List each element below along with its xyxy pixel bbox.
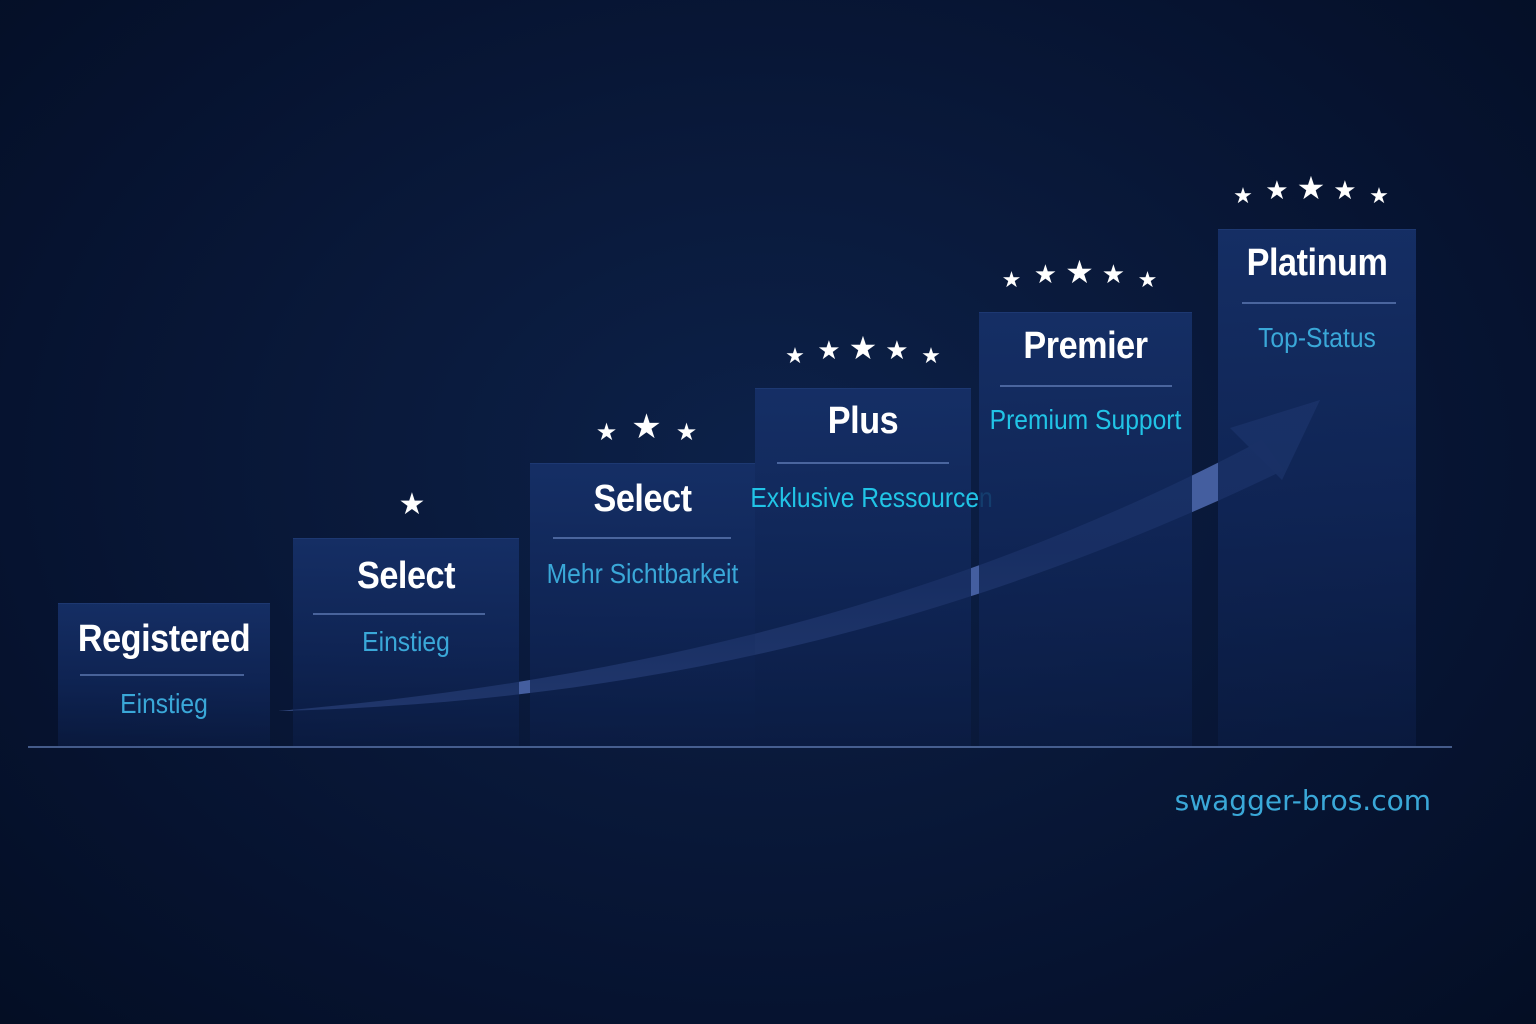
tier-subtitle: Mehr Sichtbarkeit (546, 558, 739, 589)
star-icon: ★ (398, 487, 426, 522)
star-icon: ★ (785, 344, 805, 369)
tier-rating: ★ ★ ★ (530, 404, 755, 464)
star-icon: ★ (1137, 268, 1158, 293)
baseline-divider (28, 746, 1452, 748)
star-icon: ★ (921, 344, 941, 369)
tier-divider (777, 462, 949, 464)
footer-website: swagger-bros.com (1174, 784, 1431, 817)
tier-title: Premier (1023, 325, 1148, 367)
tier-rating: ★ (293, 480, 519, 540)
tier-divider (313, 613, 485, 615)
star-icon: ★ (1333, 176, 1357, 206)
tier-title: Plus (827, 400, 899, 442)
tier-subtitle: Premium Support (989, 404, 1182, 435)
tier-title: Registered (77, 618, 251, 660)
star-icon: ★ (817, 336, 841, 366)
star-icon: ★ (1265, 176, 1289, 206)
star-icon: ★ (1065, 253, 1094, 291)
tier-divider (553, 537, 731, 539)
tier-divider (80, 674, 244, 676)
tier-subtitle: Top-Status (1258, 322, 1376, 353)
star-icon: ★ (1296, 169, 1326, 207)
star-icon: ★ (1001, 268, 1022, 293)
star-icon: ★ (885, 336, 909, 366)
star-icon: ★ (1101, 260, 1126, 290)
star-icon: ★ (848, 329, 878, 367)
star-icon: ★ (1233, 184, 1253, 209)
tier-subtitle: Exklusive Ressourcen (750, 482, 993, 513)
tier-title: Platinum (1246, 242, 1388, 284)
tier-rating: ★★★★★ (755, 326, 971, 386)
tier-subtitle: Einstieg (120, 688, 208, 719)
tier-divider (1242, 302, 1396, 304)
tier-rating: ★★★★★ (1218, 166, 1416, 226)
star-icon: ★ (595, 418, 618, 446)
tier-title: Select (593, 478, 692, 520)
star-icon: ★ (675, 418, 698, 446)
star-icon: ★ (631, 407, 662, 447)
tier-subtitle: Einstieg (362, 626, 450, 657)
tier-divider (1000, 385, 1172, 387)
tier-rating: ★★★★★ (979, 250, 1192, 310)
tier-title: Select (356, 555, 456, 597)
star-icon: ★ (1033, 260, 1058, 290)
star-icon: ★ (1369, 184, 1389, 209)
